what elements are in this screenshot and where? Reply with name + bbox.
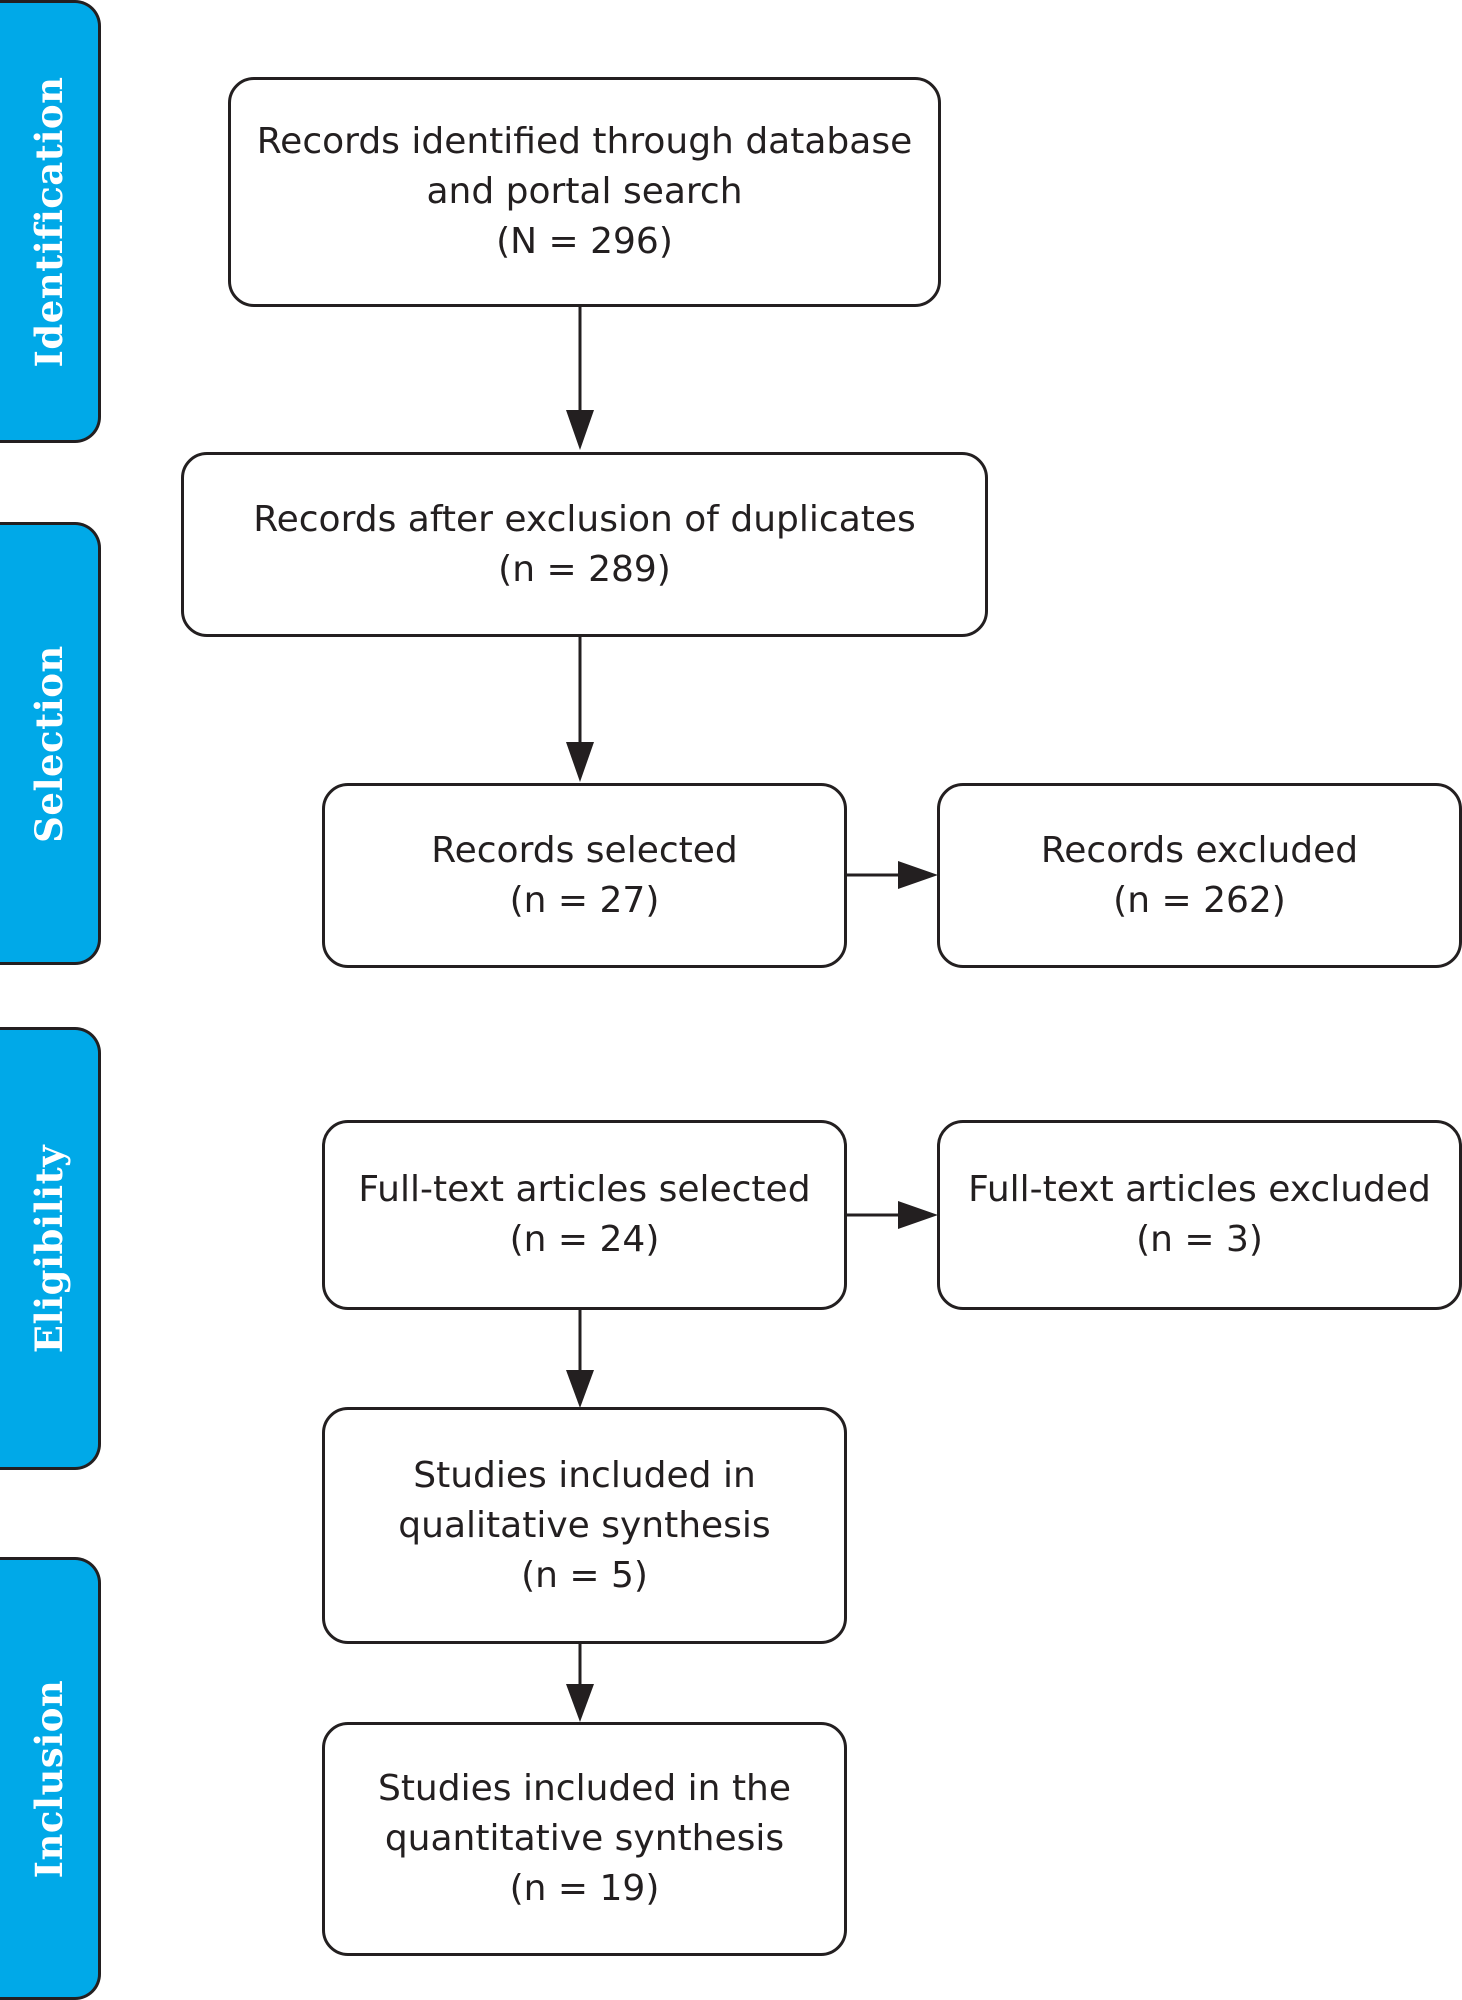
box-records-identified-line-2: and portal search [426,171,743,212]
box-qualitative-synthesis-line-1: Studies included in [413,1454,756,1496]
box-qualitative-synthesis-line-2: qualitative synthesis [398,1504,771,1546]
box-records-excluded-line-1: Records excluded [1040,829,1359,871]
box-quantitative-synthesis-line-1: Studies included in the [377,1768,792,1809]
box-fulltext-excluded-line-1: Full-text articles excluded [968,1169,1431,1210]
box-records-identified-line-1: Records identified through database [256,121,913,162]
box-fulltext-selected-line-1: Full-text articles selected [358,1169,811,1210]
arrowhead-fulltext-to-qualitative [566,1370,594,1408]
stage-identification: Identification [0,0,101,443]
box-quantitative-synthesis-line-2: quantitative synthesis [384,1818,785,1859]
box-records-identified-line-3: (N = 296) [496,221,673,262]
box-records-identified: Records identified through database and … [228,77,941,307]
box-records-after-duplicates: Records after exclusion of duplicates (n… [181,452,988,637]
box-records-after-duplicates-line-2: (n = 289) [498,548,671,590]
arrowhead-qualitative-to-quantitative [566,1684,594,1722]
box-records-excluded-line-2: (n = 262) [1113,879,1286,921]
box-fulltext-selected-line-2: (n = 24) [509,1219,660,1260]
box-records-selected-line-2: (n = 27) [509,879,660,921]
box-fulltext-excluded-line-2: (n = 3) [1136,1219,1263,1260]
box-records-after-duplicates-line-1: Records after exclusion of duplicates [253,498,916,540]
box-qualitative-synthesis-line-3: (n = 5) [521,1554,648,1596]
box-quantitative-synthesis-line-3: (n = 19) [509,1868,660,1909]
arrowhead-identified-to-deduplicated [566,410,594,450]
box-quantitative-synthesis: Studies included in the quantitative syn… [322,1722,847,1956]
stage-selection: Selection [0,522,101,965]
box-fulltext-selected: Full-text articles selected (n = 24) [322,1120,847,1310]
arrowhead-selected-to-excluded [898,861,938,889]
box-records-excluded: Records excluded (n = 262) [937,783,1462,968]
stage-inclusion: Inclusion [0,1557,101,2000]
stage-eligibility: Eligibility [0,1027,101,1470]
box-fulltext-excluded: Full-text articles excluded (n = 3) [937,1120,1462,1310]
box-qualitative-synthesis: Studies included in qualitative synthesi… [322,1407,847,1644]
arrowhead-deduplicated-to-selected [566,742,594,782]
box-records-selected-line-1: Records selected [431,829,738,871]
arrowhead-fulltext-selected-to-excluded [898,1201,938,1229]
box-records-selected: Records selected (n = 27) [322,783,847,968]
